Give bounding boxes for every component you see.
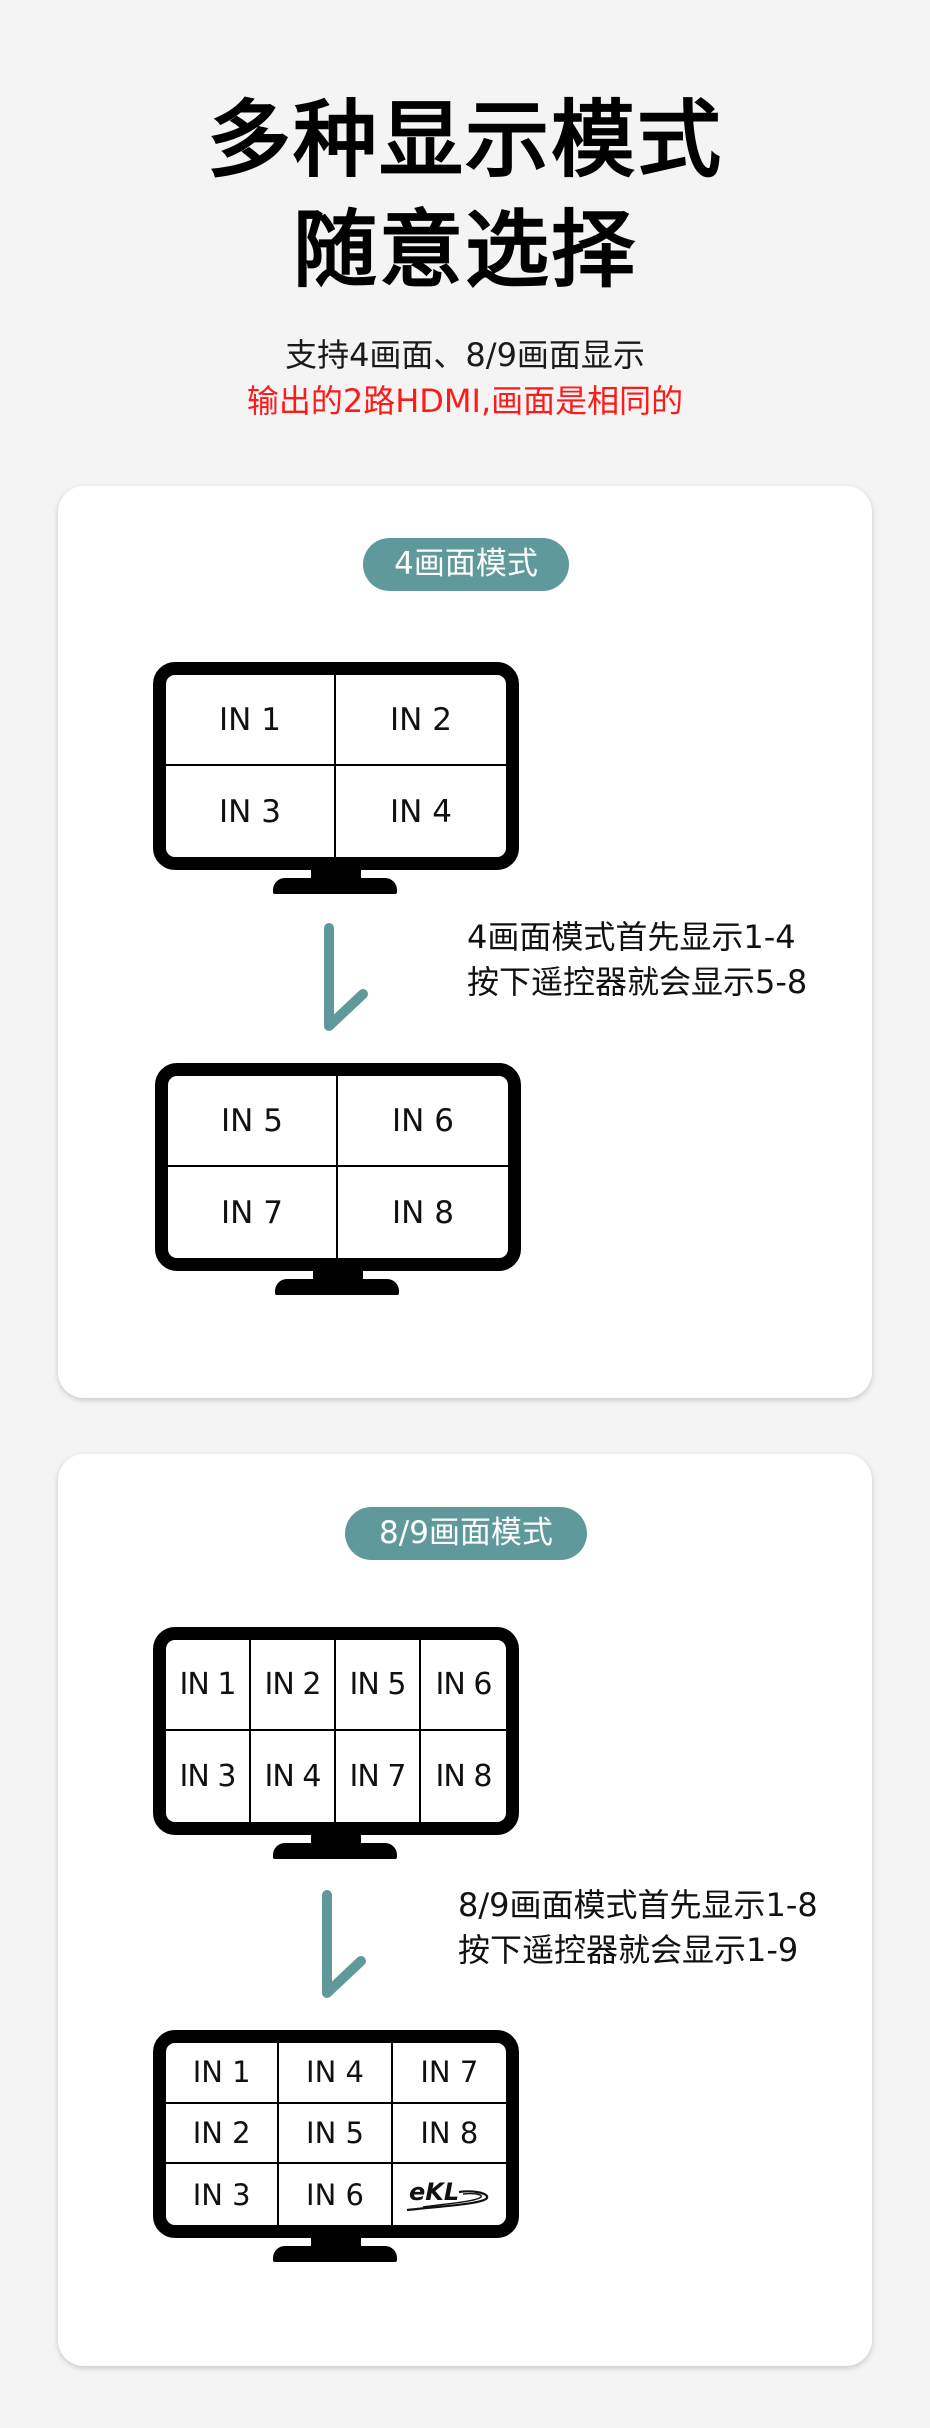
description-line1: 8/9画面模式首先显示1-8 [458,1886,818,1924]
description-line2: 按下遥控器就会显示5-8 [467,963,808,1001]
screen-cell: IN 8 [392,1194,454,1231]
screen-cell: IN 2 [166,2103,280,2165]
monitor-icon: IN 1 IN 2 IN 3 IN 4 [153,662,519,894]
mode-badge-4: 4画面模式 [363,538,569,591]
monitor-stand-base [275,1279,399,1295]
screen-cell: IN 5 [279,2103,393,2165]
screen-cell: IN 6 [421,1640,506,1731]
screen-cell: IN 7 [392,2043,506,2104]
screen-cell: IN 7 [336,1731,421,1822]
monitor-stand-neck [313,1267,363,1281]
monitor-stand-neck [311,866,361,880]
screen-cell: IN 7 [168,1167,338,1258]
screen-cell: IN 6 [338,1076,508,1167]
screen-cell: IN 3 [166,2164,280,2225]
monitor-stand-neck [311,2234,361,2248]
screen-cell: IN 5 [168,1076,338,1167]
ekl-logo: eKL [407,2178,489,2211]
screen-cell: IN 4 [390,793,452,830]
ekl-logo-text: eKL [409,2178,459,2206]
monitor-screen: IN 5 IN 6 IN 7 IN 8 [155,1063,521,1271]
monitor-stand-neck [311,1831,361,1845]
mode-badge-8-9: 8/9画面模式 [345,1507,587,1560]
screen-cell: IN 8 [392,2104,506,2165]
down-return-arrow-icon [324,923,368,1031]
monitor-icon: IN 5 IN 6 IN 7 IN 8 [155,1063,521,1295]
screen-grid-9: IN 1 IN 4 IN 7 IN 2 IN 5 IN 8 IN 3 IN 6 … [166,2043,506,2225]
screen-cell: IN 6 [279,2164,393,2225]
monitor-stand-base [273,878,397,894]
monitor-stand-base [273,2246,397,2262]
monitor-screen: IN 1 IN 4 IN 7 IN 2 IN 5 IN 8 IN 3 IN 6 … [153,2030,519,2238]
monitor-screen: IN 1 IN 2 IN 3 IN 4 [153,662,519,870]
screen-cell: IN 3 [166,766,336,857]
screen-cell: IN 1 [166,675,336,766]
description-line2: 按下遥控器就会显示1-9 [458,1931,799,1969]
screen-cell: IN 5 [336,1640,421,1731]
down-return-arrow-icon [322,1890,366,1998]
screen-cell: IN 1 [166,2043,280,2104]
subtitle-highlight: 输出的2路HDMI,画面是相同的 [246,382,684,420]
monitor-stand-base [273,1843,397,1859]
mode-description-8-9: 8/9画面模式首先显示1-8 按下遥控器就会显示1-9 [458,1883,818,1973]
page-title-line1: 多种显示模式 [206,91,723,189]
screen-cell: IN 8 [435,1759,493,1794]
monitor-icon: IN 1 IN 4 IN 7 IN 2 IN 5 IN 8 IN 3 IN 6 … [153,2030,519,2262]
subtitle: 支持4画面、8/9画面显示 [285,336,645,374]
screen-cell: IN 1 [166,1640,251,1731]
screen-grid-4: IN 5 IN 6 IN 7 IN 8 [168,1076,508,1258]
page-title-line2: 随意选择 [292,201,637,299]
ekl-logo-cell: eKL [393,2164,506,2225]
screen-cell: IN 3 [166,1731,251,1822]
screen-grid-4: IN 1 IN 2 IN 3 IN 4 [166,675,506,857]
monitor-icon: IN 1 IN 2 IN 5 IN 6 IN 3 IN 4 IN 7 IN 8 [153,1627,519,1859]
description-line1: 4画面模式首先显示1-4 [467,918,796,956]
screen-grid-8: IN 1 IN 2 IN 5 IN 6 IN 3 IN 4 IN 7 IN 8 [166,1640,506,1822]
screen-cell: IN 4 [251,1731,336,1822]
screen-cell: IN 4 [279,2043,393,2104]
mode-description-4: 4画面模式首先显示1-4 按下遥控器就会显示5-8 [467,915,807,1005]
monitor-screen: IN 1 IN 2 IN 5 IN 6 IN 3 IN 4 IN 7 IN 8 [153,1627,519,1835]
screen-cell: IN 2 [336,675,506,766]
screen-cell: IN 2 [251,1640,336,1731]
